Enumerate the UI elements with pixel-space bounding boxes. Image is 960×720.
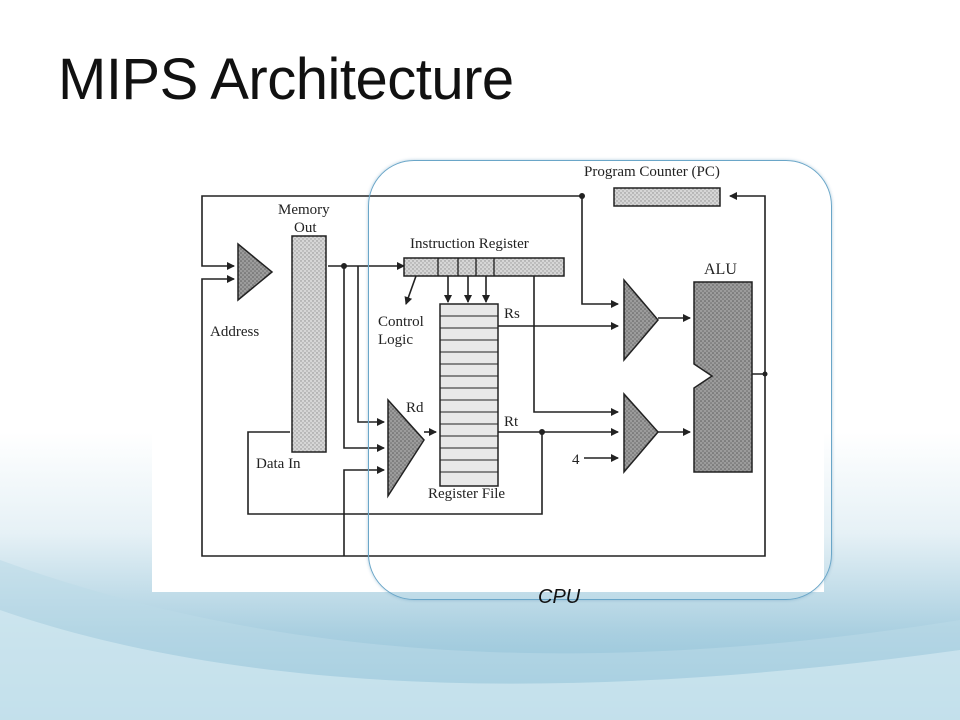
wire-alu-to-pc [729, 192, 766, 375]
cpu-boundary [368, 160, 832, 600]
label-memory-out-2: Out [294, 220, 317, 236]
cpu-label: CPU [538, 586, 581, 608]
label-four: 4 [572, 452, 580, 468]
label-control-logic-2: Logic [378, 332, 413, 348]
slide-title: MIPS Architecture [58, 47, 514, 112]
rd-mux [387, 398, 425, 499]
mips-diagram: Program Counter (PC) Memory Out Instruct… [152, 136, 824, 592]
label-register-file: Register File [428, 486, 505, 502]
label-program-counter: Program Counter (PC) [584, 164, 720, 180]
label-rd: Rd [406, 400, 424, 416]
upper-mux [623, 277, 659, 363]
wire-mem-to-rd [343, 266, 385, 452]
label-instruction-register: Instruction Register [410, 236, 529, 252]
label-memory-out-1: Memory [278, 202, 330, 218]
label-alu: ALU [704, 261, 737, 278]
wire-rt-loop [247, 431, 543, 515]
label-rt: Rt [504, 414, 519, 430]
memory-block [291, 235, 327, 453]
datapath-svg: Program Counter (PC) Memory Out Instruct… [201, 164, 768, 557]
wire-ir-to-lower-mux [533, 266, 619, 416]
label-address: Address [210, 324, 259, 340]
alu-block [693, 281, 753, 473]
wire-bottom-to-rd [343, 466, 385, 556]
instruction-register [403, 257, 565, 277]
lower-mux [623, 392, 659, 475]
label-control-logic-1: Control [378, 314, 424, 330]
program-counter [613, 187, 721, 207]
junctions [341, 193, 768, 435]
label-rs: Rs [504, 306, 520, 322]
wire-ir-to-rd [357, 266, 385, 426]
label-data-in: Data In [256, 456, 301, 472]
wire-pc-to-mux [581, 196, 619, 308]
address-mux [237, 242, 274, 302]
wire-bottom-loop [201, 275, 766, 557]
register-file [439, 303, 499, 487]
